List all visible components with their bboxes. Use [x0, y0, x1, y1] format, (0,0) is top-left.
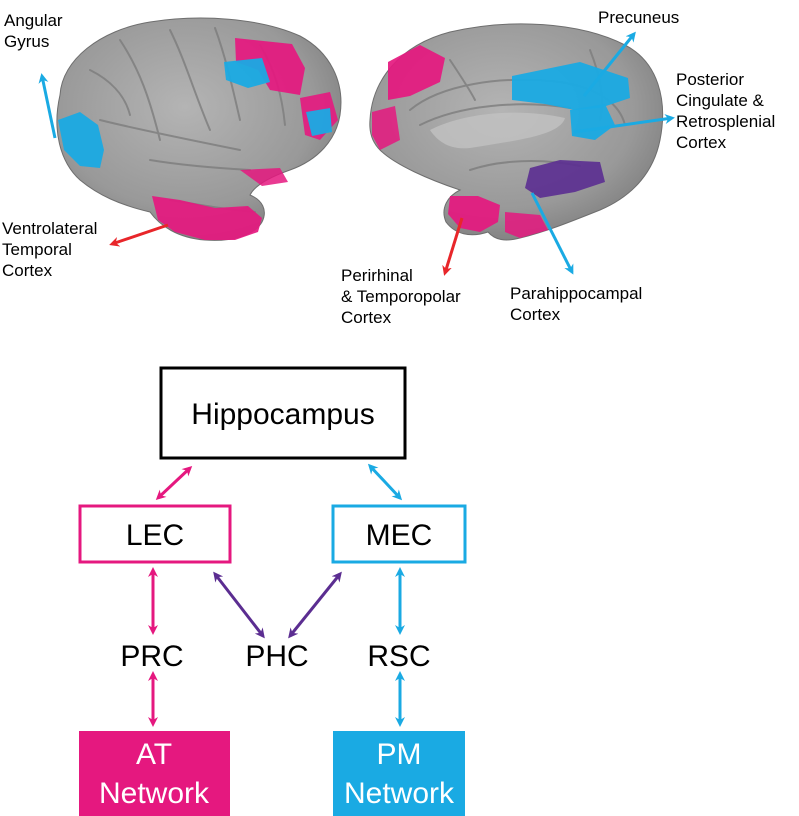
ventrolateral-line2: Temporal [2, 240, 72, 259]
arrow-hippocampus-mec [367, 463, 403, 501]
precuneus-label: Precuneus [598, 7, 679, 28]
lateral-blue-frontal [224, 58, 270, 88]
angular-gyrus-line2: Gyrus [4, 32, 50, 51]
lateral-blue-frontal-small [306, 108, 332, 136]
angular-gyrus-label: Angular Gyrus [4, 10, 63, 52]
parahippocampal-line1: Parahippocampal [510, 284, 643, 303]
perirhinal-arrow [442, 217, 464, 276]
lec-box [78, 504, 232, 564]
pm-network-box [333, 731, 465, 816]
pm-network-label-line1: PM [377, 738, 422, 771]
precuneus-line1: Precuneus [598, 8, 680, 27]
pm-network-label-line2: Network [344, 777, 455, 810]
medial-brain-image [369, 23, 664, 241]
medial-pink-frontal [388, 45, 445, 100]
posterior-cingulate-line3: Retrosplenial [676, 112, 776, 131]
posterior-cingulate-label: Posterior Cingulate & Retrosplenial Cort… [676, 69, 775, 153]
lateral-pink-superior [235, 38, 305, 95]
ventrolateral-arrow [109, 223, 169, 247]
perirhinal-line1: Perirhinal [341, 266, 413, 285]
arrow-lec-phc [213, 571, 265, 639]
network-diagram: Hippocampus LEC MEC PRC PHC RSC AT Netwo… [78, 366, 467, 816]
parahippocampal-arrow [530, 192, 574, 275]
medial-pink-ventral [505, 212, 548, 238]
mec-box [331, 504, 467, 564]
posterior-cingulate-arrow [573, 114, 675, 134]
mec-label: MEC [366, 519, 433, 552]
lateral-pink-occipital [240, 168, 288, 186]
ventrolateral-line1: Ventrolateral [2, 219, 98, 238]
ventrolateral-label: Ventrolateral Temporal Cortex [2, 218, 97, 281]
arrow-mec-phc [288, 571, 342, 639]
posterior-cingulate-line1: Posterior [676, 70, 745, 89]
lateral-brain-image [56, 17, 342, 241]
angular-gyrus-line1: Angular [4, 11, 63, 30]
hippocampus-box [159, 366, 407, 460]
angular-gyrus-patch [58, 112, 104, 168]
lateral-pink-temporal [152, 196, 262, 240]
parahippocampal-label: Parahippocampal Cortex [510, 283, 642, 325]
at-network-label-line1: AT [136, 738, 172, 771]
precuneus-arrow [582, 31, 636, 97]
medial-pink-orbital [372, 106, 400, 150]
perirhinal-line2: & Temporopolar [341, 287, 461, 306]
hippocampus-label: Hippocampus [191, 398, 374, 431]
prc-label: PRC [120, 640, 183, 673]
parahippocampal-line2: Cortex [510, 305, 561, 324]
phc-label: PHC [245, 640, 308, 673]
perirhinal-line3: Cortex [341, 308, 392, 327]
at-network-box [79, 731, 230, 816]
rsc-label: RSC [367, 640, 430, 673]
at-network-label-line2: Network [99, 777, 210, 810]
ventrolateral-line3: Cortex [2, 261, 53, 280]
perirhinal-label: Perirhinal & Temporopolar Cortex [341, 265, 461, 328]
arrow-hippocampus-lec [155, 465, 193, 501]
brain-annotation-arrows [38, 31, 675, 276]
posterior-cingulate-line2: Cingulate & [676, 91, 764, 110]
angular-gyrus-arrow [38, 73, 57, 139]
lec-label: LEC [126, 519, 184, 552]
parahippocampal-patch [525, 160, 605, 198]
posterior-cingulate-line4: Cortex [676, 133, 727, 152]
